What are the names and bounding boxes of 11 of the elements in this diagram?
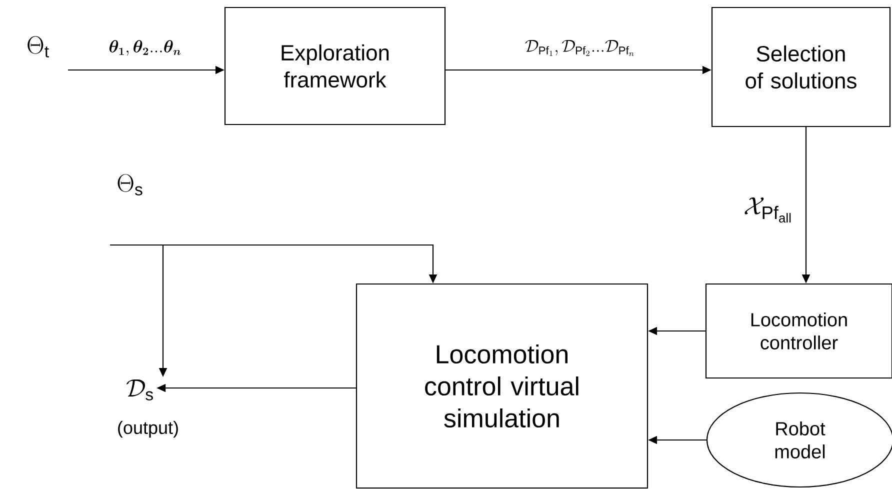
caption-text: (output) [118, 420, 178, 438]
symbol-label: $\mathcal{D}_{\mathrm{s}}$ [126, 380, 153, 400]
process-box: Locomotion control virtual simulation [356, 283, 648, 489]
edge-label: $\bm{\theta_1}, \bm{\theta_2} ... \bm{\theta_n}$ [109, 40, 180, 56]
symbol-label: $\Theta_{\mathrm{s}}$ [118, 174, 142, 196]
process-box: Exploration framework [224, 6, 446, 126]
edge-label: $\mathcal{D}_{\mathrm{Pf}_1}, \mathcal{D}_{\mathrm{Pf}_2} ... \mathcal{D}_{\mathrm{Pf}_n}$ [525, 40, 634, 56]
symbol-label: $\Theta_{\mathrm{t}}$ [28, 36, 49, 58]
process-box: Selection of solutions [711, 6, 891, 128]
edge-label: $\mathcal{X}_{\mathrm{Pf}_{\mathrm{all}}}$ [744, 197, 791, 223]
process-box: Locomotion controller [705, 283, 892, 379]
